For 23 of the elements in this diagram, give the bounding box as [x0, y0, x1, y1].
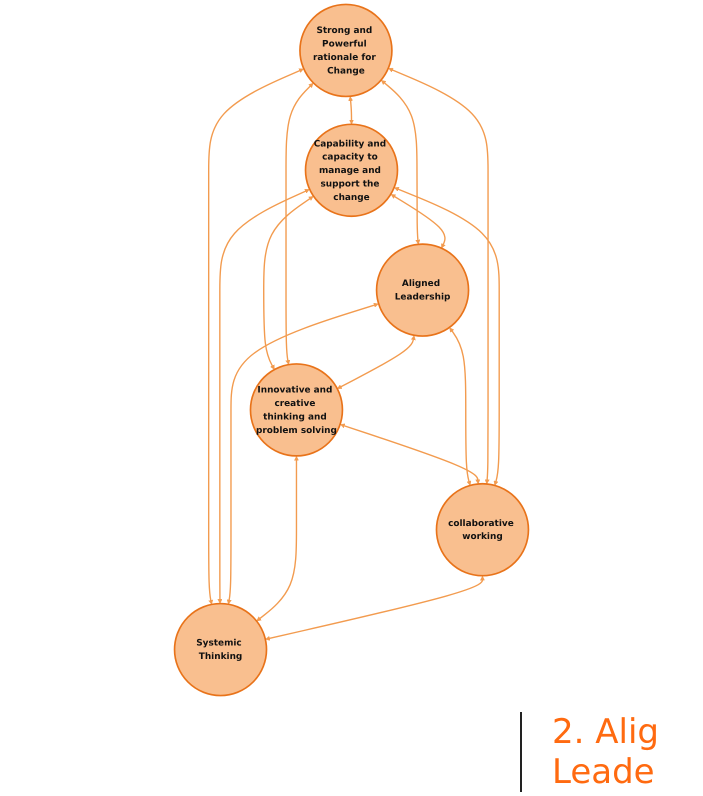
arrow — [381, 80, 420, 245]
section-heading-fragment: 2. Alig — [552, 712, 659, 752]
section-heading-fragment: Leade — [552, 752, 656, 792]
arrow — [256, 456, 299, 622]
arrow — [337, 335, 416, 389]
node-circle: Aligned Leadership — [376, 243, 470, 337]
arrow — [394, 187, 500, 486]
arrow — [265, 576, 485, 641]
arrow — [340, 424, 480, 484]
arrow — [390, 194, 446, 248]
node-circle: Strong and Powerful rationale for Change — [299, 4, 393, 98]
arrow — [208, 68, 304, 605]
arrow — [348, 96, 354, 124]
arrow — [449, 327, 472, 486]
arrow — [285, 82, 314, 365]
arrow — [218, 189, 310, 604]
arrow — [226, 302, 379, 604]
arrow — [388, 68, 490, 484]
node-circle: Systemic Thinking — [174, 602, 268, 696]
node-circle: Innovative and creative thinking and problem solving — [250, 363, 344, 457]
arrow — [263, 196, 314, 370]
node-circle: collaborative working — [436, 482, 530, 577]
node-circle: Capability and capacity to manage and support the change — [304, 123, 398, 218]
